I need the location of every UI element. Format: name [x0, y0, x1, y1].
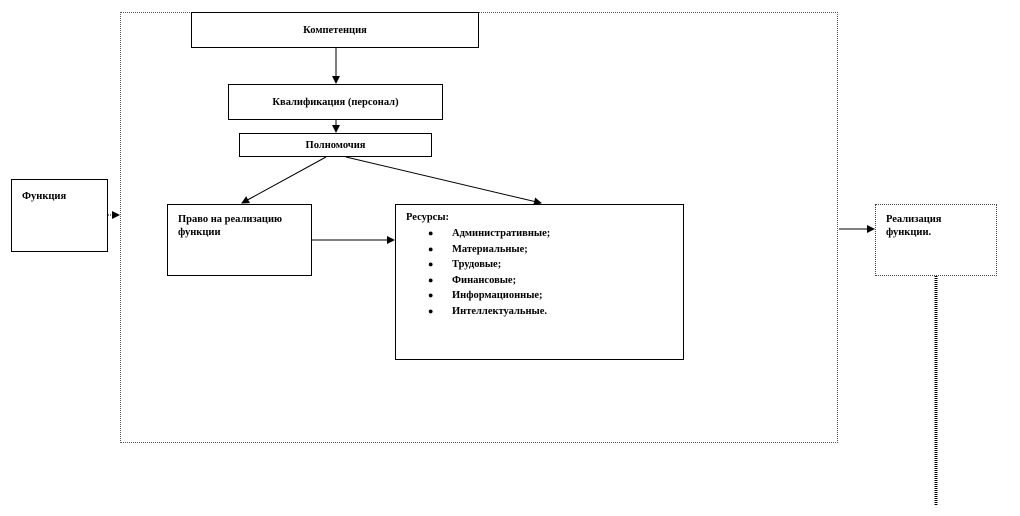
- resource-item: ● Административные;: [406, 226, 673, 242]
- resource-item: ● Материальные;: [406, 242, 673, 258]
- system-boundary-frame: [120, 12, 838, 443]
- qualification-box: Квалификация (персонал): [228, 84, 443, 120]
- resource-item-label: Информационные;: [452, 290, 543, 301]
- competence-box: Компетенция: [191, 12, 479, 48]
- bullet-icon: ●: [428, 274, 434, 285]
- resources-title: Ресурсы:: [406, 212, 450, 223]
- bullet-icon: ●: [428, 243, 434, 254]
- bullet-icon: ●: [428, 259, 434, 269]
- function-box: Функция: [11, 179, 108, 252]
- resource-item: ● Финансовые;: [406, 273, 673, 289]
- right-to-implement-label: Право на реализацию функции: [178, 214, 283, 238]
- powers-box: Полномочия: [239, 133, 432, 157]
- resource-item: ● Интеллектуальные.: [406, 304, 673, 320]
- arrow-powers-to-resources: [345, 156, 542, 206]
- resource-item-label: Материальные;: [452, 243, 528, 255]
- competence-label: Компетенция: [303, 24, 367, 36]
- resource-item-label: Интеллектуальные.: [452, 305, 547, 317]
- resources-list: ● Административные; ● Материальные; ● Трудо…: [406, 226, 673, 319]
- resources-box: Ресурсы: ● Административные; ● Материальны…: [395, 204, 684, 360]
- function-realization-box: Реализация функции.: [875, 204, 997, 276]
- function-label: Функция: [22, 191, 67, 202]
- function-realization-label: Реализация функции.: [886, 214, 942, 238]
- bullet-icon: ●: [428, 305, 434, 316]
- resource-item: ● Трудовые;: [406, 257, 673, 273]
- resource-item-label: Административные;: [452, 228, 551, 239]
- bullet-icon: ●: [428, 290, 434, 300]
- arrow-powers-to-right: [241, 156, 327, 204]
- resource-item: ● Информационные;: [406, 288, 673, 304]
- qualification-label: Квалификация (персонал): [272, 96, 399, 108]
- bullet-icon: ●: [428, 228, 434, 238]
- resource-item-label: Финансовые;: [452, 274, 517, 286]
- resource-item-label: Трудовые;: [452, 259, 502, 270]
- powers-label: Полномочия: [305, 139, 366, 151]
- right-to-implement-box: Право на реализацию функции: [167, 204, 312, 276]
